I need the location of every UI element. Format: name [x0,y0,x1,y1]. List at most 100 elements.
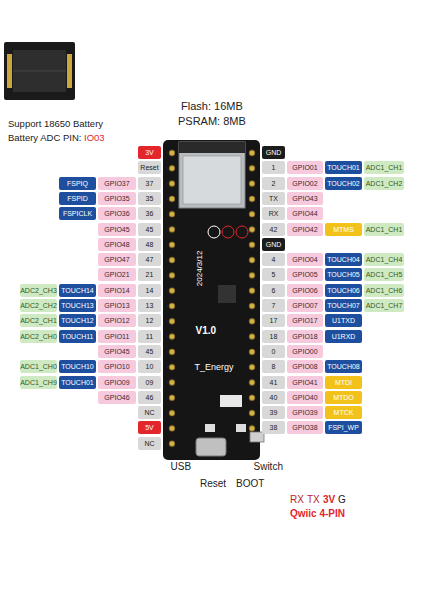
pin-name: GPIO44 [292,210,317,217]
pin-tag: ADC2_CH0 [20,330,57,343]
pin-name: GPIO06 [292,287,317,294]
pin-tag: GPIO01 [287,161,323,174]
pin-name: 2 [272,180,276,187]
pin-name: U1TXD [332,317,355,324]
pin-tag: 7 [262,299,285,312]
pin-tag: 11 [138,330,161,343]
pin-tag: GPIO45 [98,223,136,236]
pin-tag: NC [138,437,161,450]
pin-tag: GPIO06 [287,284,323,297]
pin-tag: 47 [138,253,161,266]
pin-tag: ADC1_CH0 [20,360,57,373]
pin-tag: FSPID [59,192,96,205]
pin-tag: 0 [262,345,285,358]
pin-name: GPIO07 [292,302,317,309]
pin-tag: 42 [262,223,285,236]
pin-header-left [167,145,175,451]
pin-tag: MTCK [325,406,362,419]
pin-tag: 45 [138,223,161,236]
pin-tag: GPIO48 [98,238,136,251]
annotation-text: IO03 [84,133,105,143]
pin-name: ADC1_CH4 [366,256,403,263]
pin-name: GPIO01 [292,164,317,171]
battery-contact [7,54,12,88]
annotation-text: 3V [323,494,335,505]
pin-name: GPIO36 [104,210,129,217]
pin-name: 45 [146,348,154,355]
pin-tag: GPIO42 [287,223,323,236]
pin-tag: MTDI [325,376,362,389]
pin-tag: GPIO38 [287,421,323,434]
pin-name: 21 [146,271,154,278]
pin-tag: 37 [138,177,161,190]
pin-tag: 5 [262,268,285,281]
silk-icon [208,226,220,238]
pin-tag: GPIO00 [287,345,323,358]
pin-name: GPIO46 [104,394,129,401]
pin-name: TOUCH13 [61,302,94,309]
pin-tag: TOUCH11 [59,330,96,343]
pin-name: 12 [146,317,154,324]
pin-tag: GPIO43 [287,192,323,205]
pin-name: 3V [145,149,154,156]
pin-name: GPIO48 [104,241,129,248]
pin-name: 8 [272,363,276,370]
pin-name: TOUCH11 [61,333,93,340]
pin-tag: 4 [262,253,285,266]
pin-tag: ADC1_CH2 [364,177,404,190]
pin-name: ADC1_CH0 [20,363,57,370]
pin-name: GND [266,149,282,156]
pin-tag: ADC2_CH3 [20,284,57,297]
pin-tag: TX [262,192,285,205]
pin-name: 14 [146,287,154,294]
pin-tag: RX [262,207,285,220]
pin-tag: GPIO41 [287,376,323,389]
pin-tag: 10 [138,360,161,373]
annotation-text: Qwiic 4-PIN [290,508,345,519]
pin-name: ADC1_CH5 [366,271,403,278]
pin-tag: GPIO36 [98,207,136,220]
pin-name: ADC2_CH3 [20,287,57,294]
pin-tag: TOUCH10 [59,360,96,373]
pin-name: GPIO39 [292,409,317,416]
annotation-text: V1.0 [196,325,217,336]
pin-name: ADC1_CH9 [20,379,57,386]
pin-name: 0 [272,348,276,355]
pin-name: 48 [146,241,154,248]
annotation-text: PSRAM: 8MB [178,115,246,127]
pin-name: ADC1_CH1 [366,226,403,233]
pin-tag: GPIO10 [98,360,136,373]
pin-tag: GPIO14 [98,284,136,297]
pin-name: 47 [146,256,154,263]
pin-tag: 21 [138,268,161,281]
pin-tag: GPIO09 [98,376,136,389]
pin-name: GPIO47 [104,256,129,263]
pin-name: Reset [140,164,158,171]
pin-tag: ADC1_CH4 [364,253,404,266]
annotation-text: Battery ADC PIN: [8,133,81,143]
pin-tag: ADC1_CH5 [364,268,404,281]
battery-bed [13,50,66,92]
pin-tag: FSPI_WP [325,421,362,434]
pin-tag: GPIO07 [287,299,323,312]
pin-name: ADC1_CH1 [366,164,403,171]
pin-tag: TOUCH05 [325,268,362,281]
pin-name: TOUCH01 [61,379,94,386]
pin-tag: 39 [262,406,285,419]
pin-name: 46 [146,394,154,401]
pin-name: 45 [146,226,154,233]
pin-name: ADC2_CH1 [20,317,57,324]
pin-name: GPIO12 [104,317,129,324]
usb-c-connector [196,438,226,456]
pin-name: 09 [146,379,154,386]
pin-tag: 45 [138,345,161,358]
pin-tag: GPIO12 [98,314,136,327]
pin-tag: U1TXD [325,314,362,327]
pin-tag: GPIO17 [287,314,323,327]
pin-name: GPIO02 [292,180,317,187]
annotation-text: Switch [254,461,283,472]
pin-tag: 13 [138,299,161,312]
pin-name: GPIO45 [104,226,129,233]
pin-tag: FSPICLK [59,207,96,220]
